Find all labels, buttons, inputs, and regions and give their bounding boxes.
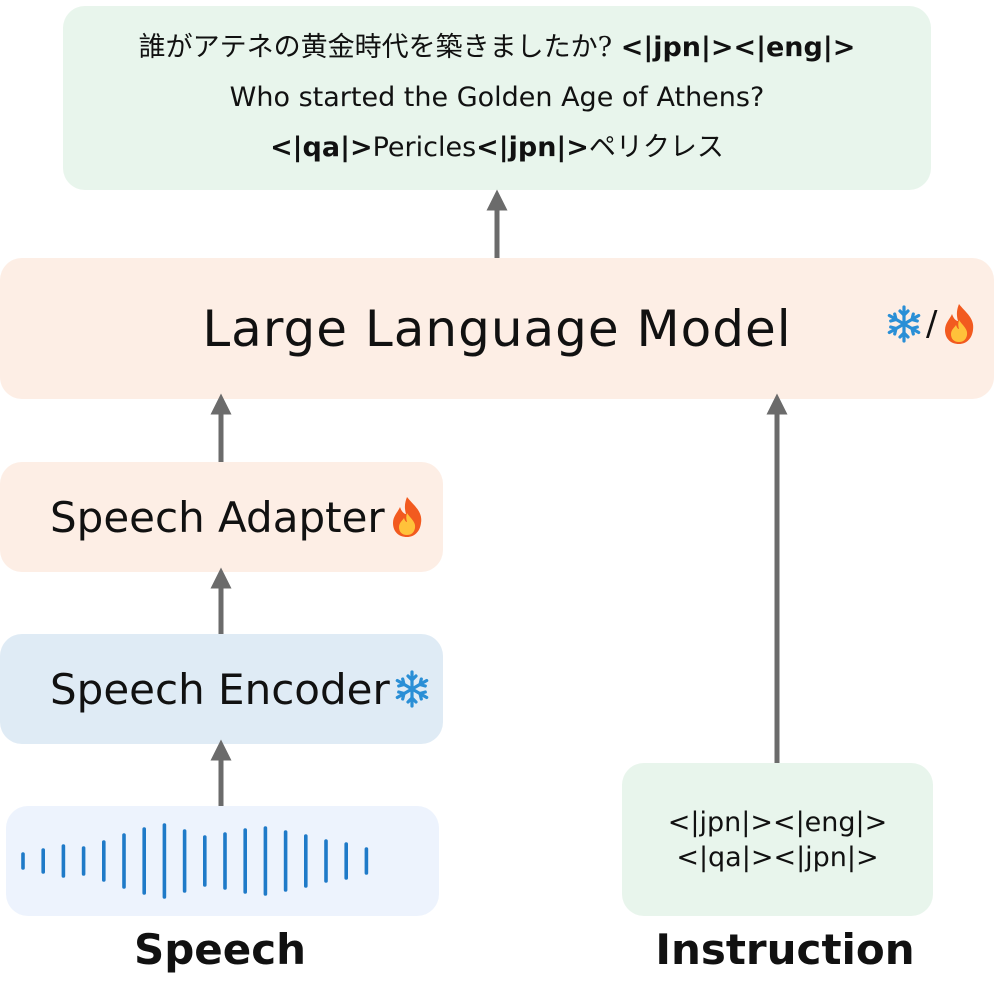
llm-icon-separator: / — [926, 304, 938, 344]
snowflake-icon — [887, 305, 921, 343]
speech-encoder-box: Speech Encoder — [0, 634, 443, 744]
output-answer-jp: ペリクレス — [588, 132, 724, 163]
output-box: 誰がアテネの黄金時代を築きましたか? <|jpn|><|eng|> Who st… — [63, 6, 931, 190]
output-tags: <|jpn|><|eng|> — [620, 32, 856, 63]
output-line-2: Who started the Golden Age of Athens? — [230, 76, 765, 120]
output-lang-tag: <|jpn|> — [476, 132, 589, 163]
output-answer-en: Pericles — [372, 132, 477, 163]
instruction-line-2: <|qa|><|jpn|> — [676, 841, 879, 873]
output-line-3: <|qa|>Pericles<|jpn|>ペリクレス — [270, 126, 724, 170]
llm-box: Large Language Model — [0, 258, 994, 399]
instruction-caption: Instruction — [655, 925, 915, 974]
speech-caption: Speech — [133, 925, 307, 974]
speech-encoder-label: Speech Encoder — [50, 664, 390, 714]
output-qa-tag: <|qa|> — [270, 132, 373, 163]
speech-waveform-box — [6, 806, 439, 916]
speech-adapter-box: Speech Adapter — [0, 462, 443, 572]
output-line-1: 誰がアテネの黄金時代を築きましたか? <|jpn|><|eng|> — [139, 26, 856, 70]
snowflake-icon — [395, 670, 429, 708]
speech-adapter-label: Speech Adapter — [50, 492, 385, 542]
fire-icon — [392, 497, 421, 537]
output-question-en: Who started the Golden Age of Athens? — [229, 82, 765, 113]
llm-status-icons: / — [884, 302, 979, 346]
waveform-icon — [21, 823, 369, 899]
fire-icon — [945, 304, 974, 344]
instruction-line-1: <|jpn|><|eng|> — [667, 806, 888, 838]
instruction-box: <|jpn|><|eng|> <|qa|><|jpn|> — [622, 763, 933, 916]
output-question-jp: 誰がアテネの黄金時代を築きましたか? — [138, 32, 613, 63]
llm-title: Large Language Model — [202, 299, 792, 358]
